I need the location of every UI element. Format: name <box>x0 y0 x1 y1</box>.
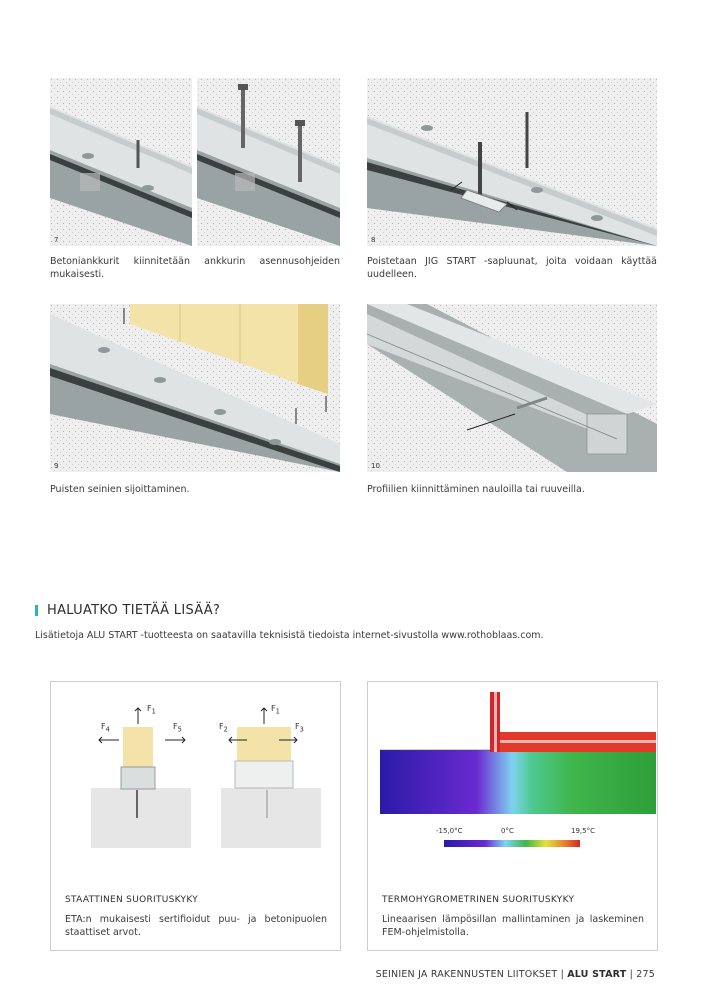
footer-separator: | <box>560 969 568 980</box>
scale-mid-label: 0°C <box>501 827 514 835</box>
step-number: 8 <box>371 236 376 244</box>
step-9-illustration: 9 <box>50 304 340 472</box>
thermal-box-text: Lineaarisen lämpösillan mallintaminen ja… <box>382 914 644 938</box>
scale-max-label: 19,5°C <box>571 827 595 835</box>
static-performance-box: F1 F4 F5 F1 F2 F3 STAATTINEN SUORITUSKYK… <box>50 681 341 951</box>
thermal-box-title: TERMOHYGROMETRINEN SUORITUSKYKY <box>382 895 575 905</box>
step-10-caption: Profiilien kiinnittäminen nauloilla tai … <box>367 484 585 495</box>
footer-section: SEINIEN JA RAKENNUSTEN LIITOKSET <box>375 969 558 980</box>
step-number: 10 <box>371 462 380 470</box>
force-label-f1-left: F1 <box>147 704 156 716</box>
step-8-illustration: 8 <box>367 78 657 246</box>
step-number: 9 <box>54 462 59 470</box>
step-7-caption: Betoniankkurit kiinnitetään ankkurin ase… <box>50 256 340 280</box>
accent-bar <box>35 605 38 616</box>
force-label-f4: F4 <box>101 722 110 734</box>
force-label-f3: F3 <box>295 722 304 734</box>
step-number: 7 <box>54 236 59 244</box>
page-number: 275 <box>636 969 655 980</box>
force-label-f1-right: F1 <box>271 704 280 716</box>
step-9-caption: Puisten seinien sijoittaminen. <box>50 484 190 495</box>
thermal-performance-box: -15,0°C 0°C 19,5°C TERMOHYGROMETRINEN SU… <box>367 681 658 951</box>
force-label-f2: F2 <box>219 722 228 734</box>
force-label-f5: F5 <box>173 722 182 734</box>
section-heading-text: HALUATKO TIETÄÄ LISÄÄ? <box>47 603 221 618</box>
section-intro: Lisätietoja ALU START -tuotteesta on saa… <box>35 630 544 641</box>
step-8-caption: Poistetaan JIG START -sapluunat, joita v… <box>367 256 657 280</box>
page-footer: SEINIEN JA RAKENNUSTEN LIITOKSET | ALU S… <box>376 969 655 980</box>
scale-min-label: -15,0°C <box>436 827 463 835</box>
footer-separator: | <box>629 969 637 980</box>
section-heading: HALUATKO TIETÄÄ LISÄÄ? <box>35 603 220 618</box>
footer-product: ALU START <box>567 969 627 980</box>
step-7-illustration: 7 <box>50 78 340 246</box>
step-10-illustration: 10 <box>367 304 657 472</box>
static-box-text: ETA:n mukaisesti sertifioidut puu- ja be… <box>65 914 327 938</box>
static-box-title: STAATTINEN SUORITUSKYKY <box>65 895 199 905</box>
